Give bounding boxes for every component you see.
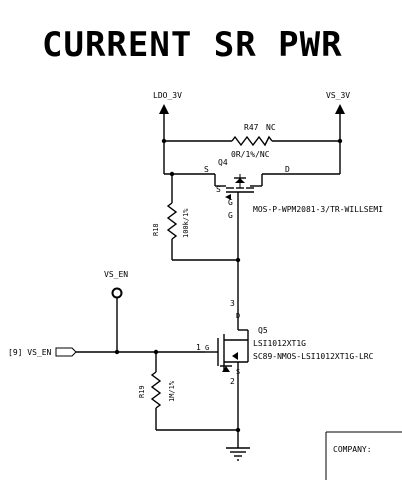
vs-en-test-point: VS_EN [104,270,128,352]
r19-value: 1M/1% [168,380,176,402]
vs-en-port-label: [9] VS_EN [8,348,52,357]
q5-pin-s-label: S [236,368,240,376]
q4-pin-s2-label: S [216,185,221,194]
vs-3v-power-port: VS_3V [326,91,350,174]
test-point-icon [111,287,123,299]
q5-pin-d-label: D [236,312,240,320]
company-label: COMPANY: [333,445,372,454]
q5-pin2-label: 2 [230,377,235,386]
q5-pin-g-label: G [205,344,209,352]
q4-body-diode-icon [235,178,245,183]
r19-resistor: R19 1M/1% [138,352,238,431]
ldo-3v-power-port: LDO_3V [153,91,182,174]
q4-pmos-transistor: Q4 S D S G G MOS-P-WPM2081-3/TR-WILLSEMI [204,158,383,220]
vs-3v-arrow-icon [335,104,345,114]
r18-value: 100k/1% [182,208,190,238]
port-flag-icon [55,347,77,357]
r47-ref: R47 [244,123,259,132]
title-block: COMPANY: [325,431,402,480]
r18-ref: R18 [152,223,160,236]
q4-pin-g2-label: G [228,211,233,220]
r47-spec: 0R/1%/NC [231,150,270,159]
vs-en-input-port: [9] VS_EN [8,347,205,357]
r19-ref: R19 [138,385,146,398]
q5-nmos-transistor: 3 D 1 G 2 S Q5 LSI1012XT1G SC89-NMOS-LSI… [196,299,374,386]
q4-pin-s-label: S [204,165,209,174]
r47-resistor: R47 NC 0R/1%/NC [164,123,340,159]
junction-dots [114,138,343,433]
page-title: CURRENT SR PWR [42,25,343,65]
vs-en-test-label: VS_EN [104,270,128,279]
q4-part-number: MOS-P-WPM2081-3/TR-WILLSEMI [253,205,383,214]
ldo-3v-label: LDO_3V [153,91,182,100]
q4-ref: Q4 [218,158,228,167]
ldo-3v-arrow-icon [159,104,169,114]
ground-icon [226,447,250,461]
q5-pin3-label: 3 [230,299,235,308]
r18-resistor: R18 100k/1% [152,174,238,261]
q4-pin-g-label: G [228,198,233,207]
q5-model: LSI1012XT1G [253,339,306,348]
q4-gate-arrow-icon [225,194,231,200]
q5-ref: Q5 [258,326,268,335]
q5-part-number: SC89-NMOS-LSI1012XT1G-LRC [253,352,374,361]
q5-body-diode-icon [222,366,230,372]
q5-channel-arrow-icon [232,352,238,360]
r47-value: NC [266,123,276,132]
q5-pin1-label: 1 [196,343,201,352]
q4-pin-d-label: D [285,165,290,174]
vs-3v-label: VS_3V [326,91,350,100]
